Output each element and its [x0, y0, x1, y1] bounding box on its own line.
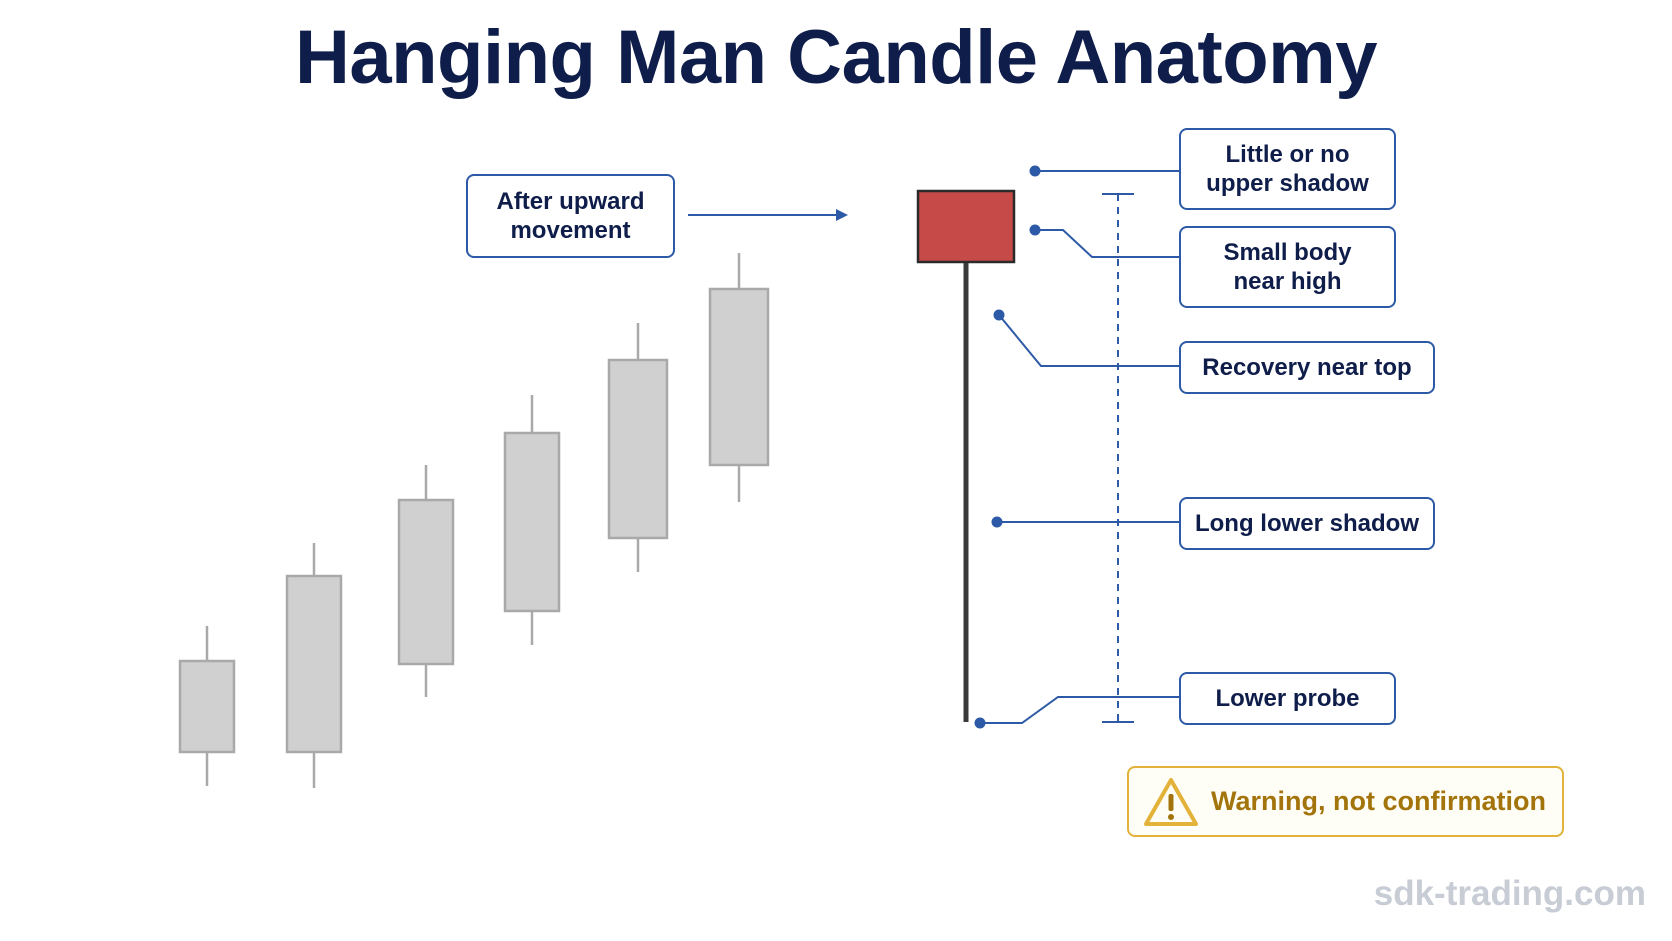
uptrend-candle-3 — [397, 465, 455, 697]
page-title: Hanging Man Candle Anatomy — [294, 15, 1378, 100]
label-long-lower-shadow: Long lower shadow — [1179, 497, 1435, 550]
hanging-man-candle — [916, 189, 1016, 722]
uptrend-candle-2 — [285, 543, 343, 788]
uptrend-candle-6 — [708, 253, 770, 502]
uptrend-candle-5 — [607, 323, 669, 572]
leader-line-recovery — [998, 314, 1179, 367]
anchor-dot-upper-shadow — [1029, 165, 1041, 177]
uptrend-candle-1 — [178, 626, 236, 786]
warning-triangle-icon — [1144, 777, 1198, 826]
label-recovery-near-top: Recovery near top — [1179, 341, 1435, 394]
leader-line-small-body — [1035, 229, 1179, 258]
label-after-upward-movement: After upward movement — [466, 174, 675, 258]
range-marker — [1102, 193, 1134, 723]
anchor-dot-lower-probe — [974, 717, 986, 729]
label-lower-probe: Lower probe — [1179, 672, 1396, 725]
uptrend-candles — [178, 253, 770, 788]
anchor-dot-long-lower-shadow — [991, 516, 1003, 528]
hanging-man-body — [916, 189, 1016, 264]
uptrend-candle-4 — [503, 395, 561, 645]
warning-box: Warning, not confirmation — [1127, 766, 1564, 837]
anchor-dot-recovery — [993, 309, 1005, 321]
warning-text: Warning, not confirmation — [1211, 786, 1546, 816]
label-little-upper-shadow: Little or no upper shadow — [1179, 128, 1396, 210]
leader-line-lower-probe — [980, 696, 1179, 724]
anchor-dot-small-body — [1029, 224, 1041, 236]
label-small-body: Small body near high — [1179, 226, 1396, 308]
watermark: sdk-trading.com — [1373, 874, 1646, 913]
